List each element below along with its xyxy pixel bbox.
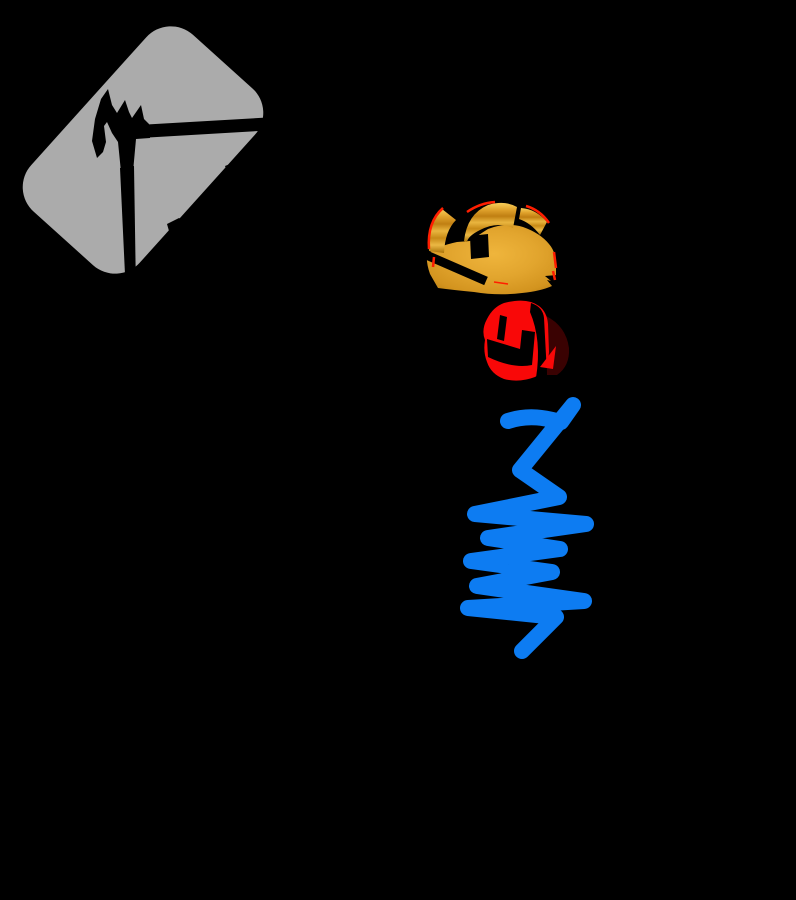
face-right-wedge [530,303,547,378]
face-arrowhead [540,346,556,369]
face-swoosh [487,330,535,366]
sign-notch-mark [167,218,196,243]
sign-crossbar [138,116,293,138]
hard-hat-trim-right-rim [551,251,558,281]
face-slit [497,315,507,341]
hard-hat-trim-right-rib [525,204,551,224]
hard-hat-trim-left-tick [431,256,436,268]
shirt-scribble [460,397,594,659]
hard-hat [422,200,558,295]
hard-hat-rib-right [519,208,547,235]
hard-hat-band-tab [470,234,489,259]
hard-hat-rib-left [428,209,456,253]
face [483,300,570,381]
hazard-sign [22,26,293,296]
hard-hat-dome [426,224,556,295]
hard-hat-trim-bottom-dash [493,281,509,285]
hazard-sign-plate [22,26,264,274]
sign-edge-step [225,162,239,176]
torch-flame-icon [92,89,150,172]
hard-hat-trim-left-rib [427,207,444,250]
hard-hat-rib-middle [464,202,517,242]
torch-handle [120,166,136,296]
hard-hat-trim-middle-rib [466,200,496,214]
